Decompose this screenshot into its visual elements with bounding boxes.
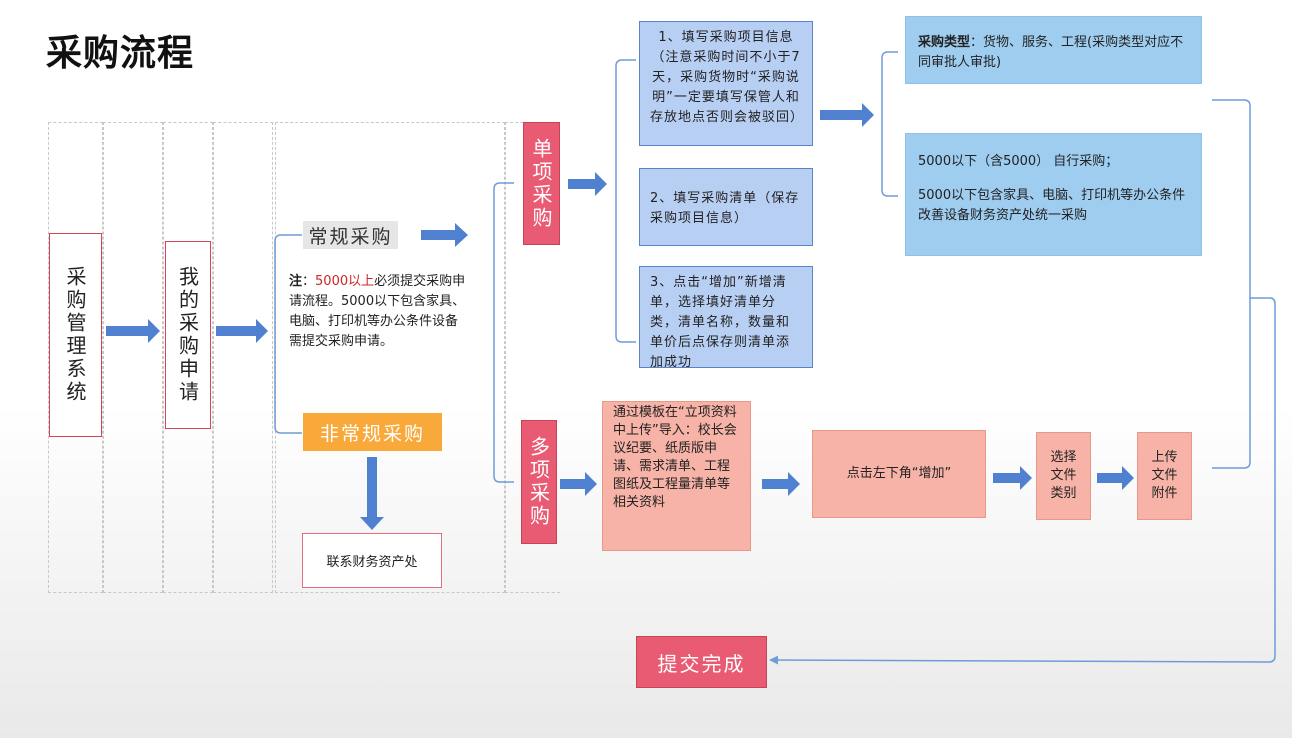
system-lane-label: 采购管理系统 bbox=[63, 266, 87, 404]
lane-grid-2 bbox=[103, 122, 163, 593]
limits-line-1: 5000以下（含5000） 自行采购； bbox=[918, 154, 1119, 169]
note-highlight: 5000以上 bbox=[315, 274, 375, 289]
lane-grid-3 bbox=[163, 122, 213, 593]
multi-purchase-box: 多项采购 bbox=[521, 420, 557, 544]
bracket-steps bbox=[615, 59, 636, 343]
bracket-regular bbox=[274, 234, 302, 434]
purchase-types-box: 采购类型：货物、服务、工程(采购类型对应不同审批人审批) bbox=[905, 16, 1202, 84]
page-title: 采购流程 bbox=[46, 33, 195, 74]
bracket-types bbox=[881, 51, 898, 197]
step3-box: 3、点击“增加”新增清单，选择填好清单分类，清单名称，数量和单价后点保存则清单添… bbox=[639, 266, 813, 370]
template-upload-box: 通过模板在“立项资料中上传”导入：校长会议纪要、纸质版申请、需求清单、工程图纸及… bbox=[602, 401, 751, 551]
submit-complete-box: 提交完成 bbox=[636, 636, 767, 688]
purchase-limits-box: 5000以下（含5000） 自行采购； 5000以下包含家具、电脑、打印机等办公… bbox=[905, 133, 1202, 256]
system-lane-box: 采购管理系统 bbox=[49, 233, 102, 437]
arrow-template-to-add bbox=[762, 472, 800, 496]
step1-box: 1、填写采购项目信息（注意采购时间不小于7天，采购货物时“采购说明”一定要填写保… bbox=[639, 21, 813, 146]
arrow-add-to-select bbox=[993, 466, 1032, 490]
arrow-regular-to-single bbox=[421, 223, 468, 247]
step2-box: 2、填写采购清单（保存采购项目信息） bbox=[639, 168, 813, 246]
regular-purchase-label: 常规采购 bbox=[303, 221, 398, 249]
lane-grid-4 bbox=[213, 122, 273, 593]
my-purchase-label: 我的采购申请 bbox=[175, 266, 200, 404]
contact-finance-box: 联系财务资产处 bbox=[302, 533, 442, 588]
line-to-submit bbox=[769, 297, 1276, 665]
single-purchase-label: 单项采购 bbox=[529, 137, 553, 230]
purchase-types-colon: ： bbox=[970, 35, 984, 50]
purchase-types-text: 货物、服务、工程(采购类型对应不同审批人审批) bbox=[918, 35, 1184, 70]
limits-line-2: 5000以下包含家具、电脑、打印机等办公条件改善设备财务资产处统一采购 bbox=[918, 188, 1186, 223]
arrow-system-to-my bbox=[106, 319, 160, 343]
lane-grid-1 bbox=[48, 122, 103, 593]
arrow-steps-to-types bbox=[820, 103, 874, 127]
single-purchase-box: 单项采购 bbox=[523, 122, 560, 245]
click-add-box: 点击左下角“增加” bbox=[812, 430, 986, 518]
purchase-types-label: 采购类型 bbox=[918, 35, 971, 50]
my-purchase-box: 我的采购申请 bbox=[165, 241, 211, 429]
regular-purchase-note: 注：5000以上必须提交采购申请流程。5000以下包含家具、电脑、打印机等办公条… bbox=[289, 272, 469, 352]
irregular-purchase-box: 非常规采购 bbox=[303, 413, 442, 451]
arrow-single-to-steps bbox=[568, 172, 607, 196]
arrow-select-to-upload bbox=[1097, 466, 1134, 490]
bracket-single-multi bbox=[493, 182, 514, 483]
note-colon: ： bbox=[302, 274, 316, 289]
select-file-type-box: 选择文件类别 bbox=[1036, 432, 1091, 520]
note-prefix: 注 bbox=[289, 274, 303, 289]
arrow-irregular-to-contact bbox=[360, 457, 384, 530]
note-rest: 必须提交采购申请流程。5000以下包含家具、电脑、打印机等办公条件设备需提交采购… bbox=[289, 274, 466, 349]
upload-attachment-box: 上传文件附件 bbox=[1137, 432, 1192, 520]
arrow-my-to-regular bbox=[216, 319, 268, 343]
arrow-multi-to-template bbox=[560, 472, 597, 496]
bracket-right bbox=[1212, 99, 1251, 469]
multi-purchase-label: 多项采购 bbox=[526, 436, 551, 528]
